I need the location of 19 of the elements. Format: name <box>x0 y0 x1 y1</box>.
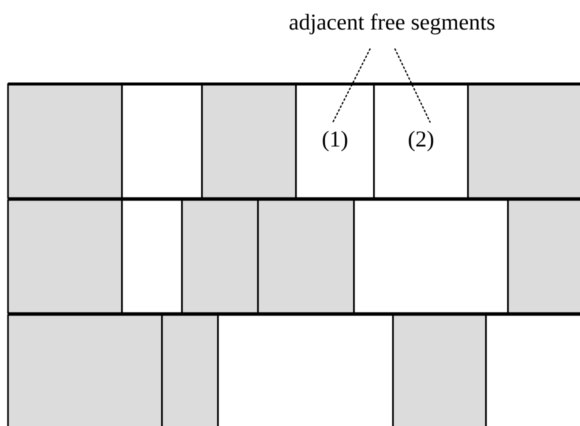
free-segment <box>485 314 580 426</box>
used-segment <box>7 199 123 314</box>
free-segment: (1) <box>295 83 375 199</box>
free-segment <box>217 314 394 426</box>
used-segment <box>392 314 487 426</box>
used-segment <box>201 83 297 199</box>
used-segment <box>7 83 123 199</box>
leader-line <box>332 48 371 123</box>
free-segment <box>121 83 203 199</box>
used-segment <box>181 199 259 314</box>
used-segment <box>507 199 580 314</box>
used-segment <box>161 314 219 426</box>
free-segment <box>121 199 183 314</box>
free-segment <box>353 199 509 314</box>
used-segment <box>257 199 355 314</box>
leader-line <box>394 48 431 123</box>
free-segment: (2) <box>373 83 469 199</box>
used-segment <box>467 83 580 199</box>
heading-label: adjacent free segments <box>290 14 494 34</box>
